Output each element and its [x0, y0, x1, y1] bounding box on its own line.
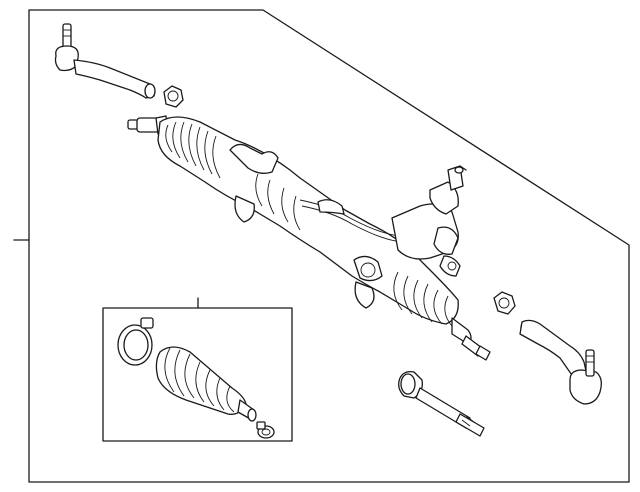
- boot-kit-frame: [102, 307, 293, 442]
- left-boot: [165, 121, 221, 179]
- small-clamp: [256, 421, 275, 439]
- steering-gear-assembly[interactable]: [127, 115, 491, 361]
- outer-tie-rod-end-right[interactable]: [519, 319, 602, 405]
- boot-kit-inset[interactable]: [102, 297, 293, 442]
- large-clamp: [117, 317, 154, 366]
- outer-tie-rod-end-left[interactable]: [54, 23, 156, 99]
- rack-boot: [155, 346, 257, 422]
- diagram-frame: [28, 9, 630, 483]
- right-boot: [393, 271, 453, 327]
- lock-nut-right[interactable]: [493, 291, 516, 315]
- inner-tie-rod[interactable]: [398, 370, 485, 437]
- lock-nut-left[interactable]: [163, 85, 184, 108]
